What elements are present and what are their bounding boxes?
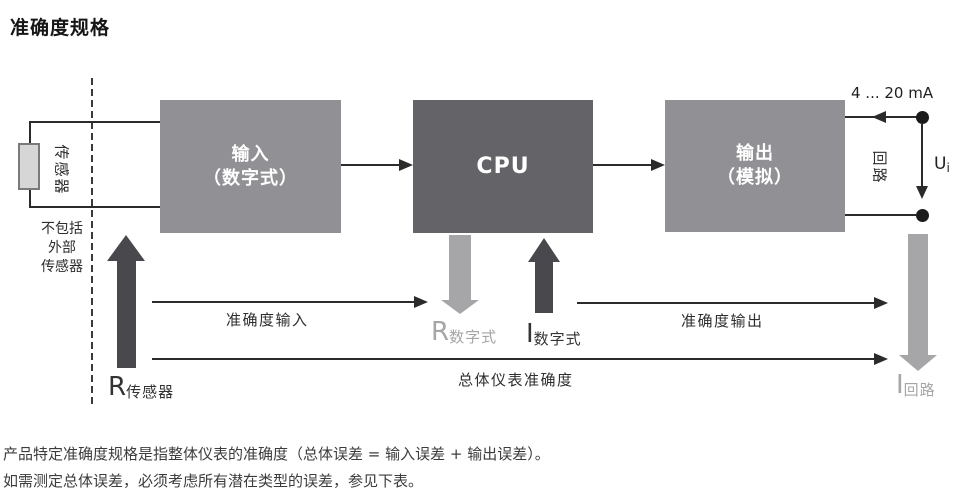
accuracy-output-line bbox=[577, 302, 875, 304]
r-sensor-symbol: R bbox=[108, 372, 127, 402]
sensor-exclusion-note: 不包括 外部 传感器 bbox=[33, 220, 91, 277]
i-loop-symbol: I bbox=[896, 370, 904, 400]
accuracy-output-arrowhead-icon bbox=[874, 297, 888, 309]
r-sensor-arrowhead-icon bbox=[107, 235, 145, 261]
i-loop-arrowhead-icon bbox=[899, 355, 937, 371]
total-accuracy-line bbox=[152, 358, 875, 360]
cpu-to-output-line bbox=[593, 164, 653, 166]
input-to-cpu-line bbox=[341, 164, 402, 166]
loop-label: 回路 bbox=[870, 150, 889, 185]
note-line-3: 传感器 bbox=[41, 259, 83, 275]
i-digital-label: I数字式 bbox=[526, 319, 582, 349]
total-accuracy-arrowhead-icon bbox=[874, 353, 888, 365]
cpu-block: CPU bbox=[413, 100, 593, 233]
i-loop-label: I回路 bbox=[896, 370, 936, 400]
r-digital-label: R数字式 bbox=[431, 317, 497, 347]
cpu-block-label: CPU bbox=[476, 153, 530, 179]
boundary-dashed-line bbox=[91, 78, 93, 408]
footer-line-1: 产品特定准确度规格是指整体仪表的准确度（总体误差 = 输入误差 + 输出误差）。 bbox=[3, 445, 550, 463]
i-loop-subscript: 回路 bbox=[903, 381, 936, 399]
input-block-label-line2: （数字式） bbox=[203, 167, 298, 189]
r-sensor-arrow-shaft bbox=[117, 259, 136, 368]
cpu-to-output-arrowhead-icon bbox=[651, 159, 665, 171]
i-digital-subscript: 数字式 bbox=[533, 330, 582, 348]
note-line-1: 不包括 bbox=[41, 221, 83, 237]
output-block-label-line1: 输出 bbox=[736, 143, 774, 164]
accuracy-output-label: 准确度输出 bbox=[681, 312, 764, 330]
total-accuracy-label: 总体仪表准确度 bbox=[458, 371, 574, 389]
accuracy-input-line bbox=[152, 301, 416, 303]
note-line-2: 外部 bbox=[48, 240, 76, 256]
input-to-cpu-arrowhead-icon bbox=[399, 159, 413, 171]
accuracy-input-label: 准确度输入 bbox=[226, 311, 309, 329]
loop-terminal-top bbox=[916, 111, 929, 124]
footer-paragraph: 产品特定准确度规格是指整体仪表的准确度（总体误差 = 输入误差 + 输出误差）。… bbox=[3, 441, 550, 495]
i-digital-arrow-shaft bbox=[535, 260, 553, 313]
r-sensor-label: R传感器 bbox=[108, 372, 174, 402]
page-title: 准确度规格 bbox=[10, 17, 111, 39]
r-digital-subscript: 数字式 bbox=[449, 328, 498, 346]
r-digital-symbol: R bbox=[431, 317, 450, 347]
output-block: 输出 （模拟） bbox=[665, 100, 845, 232]
sensor-label: 传感器 bbox=[52, 144, 71, 196]
input-block-label-line1: 输入 bbox=[231, 143, 270, 165]
input-block: 输入 （数字式） bbox=[160, 100, 341, 233]
loop-voltage-line bbox=[921, 124, 923, 188]
sensor-wire-top bbox=[30, 121, 161, 123]
sensor-wire-bottom bbox=[30, 206, 161, 208]
voltage-label: Ui bbox=[934, 154, 950, 175]
i-loop-arrow-shaft bbox=[908, 234, 928, 356]
voltage-symbol: U bbox=[934, 154, 947, 174]
sensor-symbol bbox=[18, 143, 40, 190]
r-sensor-subscript: 传感器 bbox=[126, 383, 175, 401]
r-digital-arrowhead-icon bbox=[441, 300, 479, 314]
voltage-subscript: i bbox=[946, 161, 950, 175]
accuracy-input-arrowhead-icon bbox=[414, 296, 428, 308]
loop-voltage-arrowhead-icon bbox=[916, 186, 928, 199]
loop-wire-bottom bbox=[845, 214, 916, 216]
i-digital-arrowhead-icon bbox=[528, 238, 560, 262]
loop-terminal-bottom bbox=[916, 209, 929, 222]
output-block-label-line2: （模拟） bbox=[717, 167, 793, 188]
footer-line-2: 如需测定总体误差，必须考虑所有潜在类型的误差，参见下表。 bbox=[3, 472, 424, 490]
i-digital-symbol: I bbox=[526, 319, 534, 349]
loop-current-arrowhead-icon bbox=[872, 111, 886, 123]
current-range-label: 4 ... 20 mA bbox=[851, 84, 934, 102]
r-digital-arrow-shaft bbox=[449, 235, 471, 301]
